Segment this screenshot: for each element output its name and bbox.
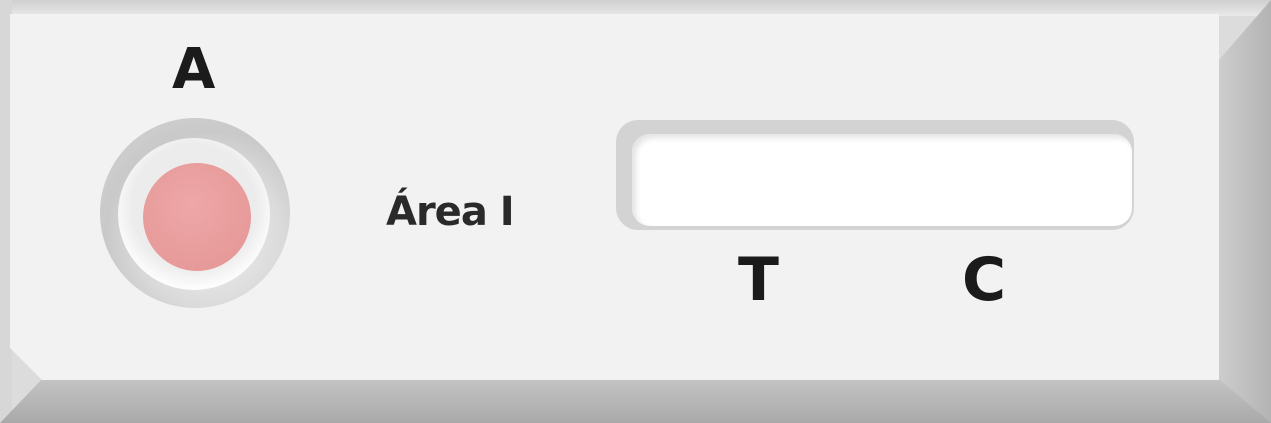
sample-well-dot	[143, 163, 251, 271]
cassette-right-bevel	[1219, 0, 1271, 423]
cassette-bottom-bevel	[0, 379, 1271, 423]
sample-well-label: A	[172, 37, 216, 102]
area-label: Área I	[386, 189, 515, 235]
test-line-label: T	[738, 245, 779, 315]
cassette-left-bevel	[0, 0, 12, 423]
result-window	[632, 134, 1132, 226]
control-line-label: C	[962, 245, 1007, 315]
cassette-top-bevel	[0, 0, 1271, 16]
